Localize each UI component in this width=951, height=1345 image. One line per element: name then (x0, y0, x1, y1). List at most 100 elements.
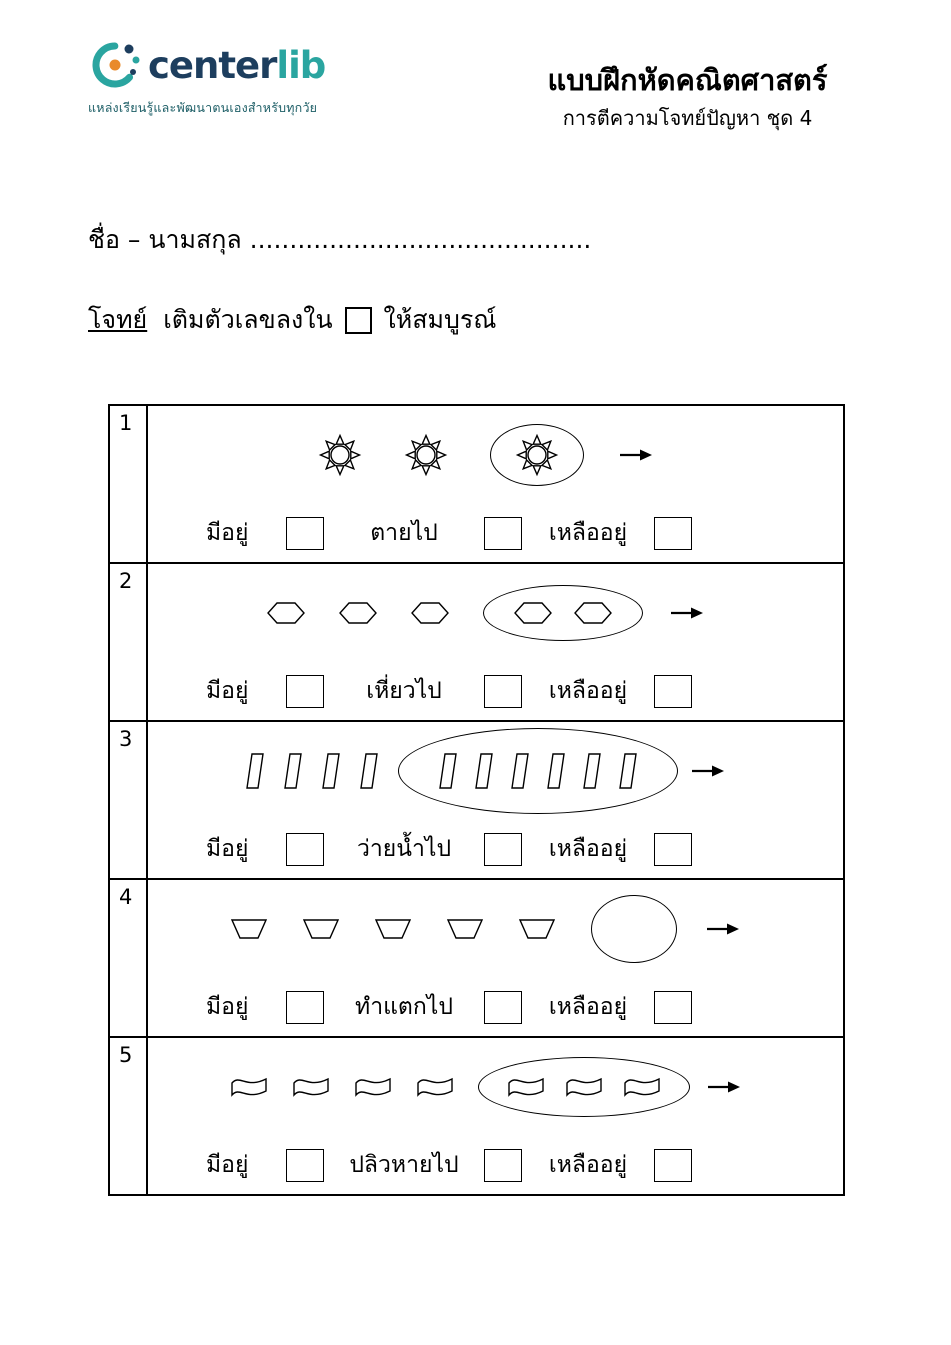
logo: centerlib แหล่งเรียนรู้และพัฒนาตนเองสำหร… (88, 38, 326, 118)
instruction-line: โจทย์ เติมตัวเลขลงใน ให้สมบูรณ์ (88, 300, 496, 340)
action-label: ว่ายน้ำไป (356, 836, 452, 862)
bar-icon (618, 753, 637, 789)
trapezoid-icon (374, 919, 411, 939)
action-label: เหี่ยวไป (366, 678, 442, 704)
arrow-icon (706, 921, 739, 937)
answer-box-action[interactable] (484, 516, 522, 550)
shape-group (148, 880, 843, 978)
shape-group (148, 1038, 843, 1136)
brand-text: centerlib (148, 43, 326, 87)
answer-row: มีอยู่ ว่ายน้ำไป เหลืออยู่ (148, 820, 843, 878)
have-label: มีอยู่ (206, 836, 249, 862)
instruction-suffix: ให้สมบูรณ์ (383, 305, 497, 334)
problem-cell: มีอยู่ ทำแตกไป เหลืออยู่ (148, 880, 843, 1036)
problems-table: 1 มีอยู่ ตายไป เหลืออยู่ 2 (108, 404, 845, 1196)
answer-row: มีอยู่ ปลิวหายไป เหลืออยู่ (148, 1136, 843, 1194)
have-label: มีอยู่ (206, 520, 249, 546)
have-label: มีอยู่ (206, 1152, 249, 1178)
answer-row: มีอยู่ เหี่ยวไป เหลืออยู่ (148, 662, 843, 720)
answer-box-have[interactable] (286, 832, 324, 866)
answer-row: มีอยู่ ทำแตกไป เหลืออยู่ (148, 978, 843, 1036)
arrow-icon (670, 605, 703, 621)
trapezoid-icon (230, 919, 267, 939)
problem-row: 3 มีอยู่ ว่ายน้ำไป เหลืออยู่ (110, 722, 843, 880)
problem-cell: มีอยู่ เหี่ยวไป เหลืออยู่ (148, 564, 843, 720)
answer-box-action[interactable] (484, 990, 522, 1024)
circled-group-ellipse (489, 424, 584, 486)
circled-group-ellipse (477, 1057, 690, 1117)
flag-icon (292, 1077, 329, 1097)
problem-cell: มีอยู่ ตายไป เหลืออยู่ (148, 406, 843, 562)
flag-icon (416, 1077, 453, 1097)
answer-box-remain[interactable] (654, 832, 692, 866)
title-block: แบบฝึกหัดคณิตศาสตร์ การตีความโจทย์ปัญหา … (505, 62, 870, 134)
problem-number: 4 (110, 880, 148, 1036)
problem-row: 4 มีอยู่ ทำแตกไป เหลืออยู่ (110, 880, 843, 1038)
flag-icon (507, 1077, 544, 1097)
logo-tagline: แหล่งเรียนรู้และพัฒนาตนเองสำหรับทุกวัย (88, 100, 318, 115)
sun-icon (515, 433, 558, 477)
circled-group-ellipse (482, 585, 643, 641)
answer-box-remain[interactable] (654, 516, 692, 550)
arrow-icon (619, 447, 652, 463)
bar-icon (474, 753, 493, 789)
flag-icon (230, 1077, 267, 1097)
remain-label: เหลืออยู่ (548, 836, 628, 862)
problem-cell: มีอยู่ ปลิวหายไป เหลืออยู่ (148, 1038, 843, 1194)
action-label: ทำแตกไป (355, 994, 453, 1020)
answer-box-remain[interactable] (654, 674, 692, 708)
trapezoid-icon (446, 919, 483, 939)
problem-row: 5 มีอยู่ ปลิวหายไป เหลืออยู่ (110, 1038, 843, 1194)
hexagon-icon (338, 602, 377, 624)
answer-box-remain[interactable] (654, 1148, 692, 1182)
problem-row: 1 มีอยู่ ตายไป เหลืออยู่ (110, 406, 843, 564)
answer-box-have[interactable] (286, 990, 324, 1024)
bar-icon (582, 753, 601, 789)
inline-answer-box (344, 306, 372, 334)
answer-box-action[interactable] (484, 832, 522, 866)
trapezoid-icon (302, 919, 339, 939)
shape-group (148, 564, 843, 662)
answer-box-have[interactable] (286, 1148, 324, 1182)
bar-icon (359, 753, 378, 789)
problem-number: 2 (110, 564, 148, 720)
answer-box-action[interactable] (484, 674, 522, 708)
action-label: ปลิวหายไป (349, 1152, 459, 1178)
answer-box-remain[interactable] (654, 990, 692, 1024)
trapezoid-icon (518, 919, 555, 939)
shape-group (148, 406, 843, 504)
instruction-prefix: โจทย์ (88, 305, 148, 334)
problem-row: 2 มีอยู่ เหี่ยวไป เหลืออยู่ (110, 564, 843, 722)
bar-icon (245, 753, 264, 789)
bar-icon (546, 753, 565, 789)
problem-number: 3 (110, 722, 148, 878)
bar-icon (321, 753, 340, 789)
worksheet-subtitle: การตีความโจทย์ปัญหา ชุด 4 (562, 106, 813, 131)
hexagon-icon (573, 602, 612, 624)
hexagon-icon (410, 602, 449, 624)
bar-icon (510, 753, 529, 789)
answer-row: มีอยู่ ตายไป เหลืออยู่ (148, 504, 843, 562)
bar-icon (283, 753, 302, 789)
shape-group (148, 722, 843, 820)
answer-box-action[interactable] (484, 1148, 522, 1182)
action-label: ตายไป (370, 520, 438, 546)
hexagon-icon (513, 602, 552, 624)
name-line: ชื่อ – นามสกุล .........................… (88, 225, 592, 254)
instruction-text: เติมตัวเลขลงใน (163, 305, 333, 334)
circled-group-ellipse (397, 728, 678, 814)
circled-group-ellipse (590, 895, 677, 963)
answer-box-have[interactable] (286, 516, 324, 550)
hexagon-icon (266, 602, 305, 624)
remain-label: เหลืออยู่ (548, 678, 628, 704)
logo-icon (88, 38, 142, 92)
problem-cell: มีอยู่ ว่ายน้ำไป เหลืออยู่ (148, 722, 843, 878)
arrow-icon (691, 763, 724, 779)
remain-label: เหลืออยู่ (548, 520, 628, 546)
answer-box-have[interactable] (286, 674, 324, 708)
problem-number: 5 (110, 1038, 148, 1194)
worksheet-title: แบบฝึกหัดคณิตศาสตร์ (547, 63, 828, 97)
remain-label: เหลืออยู่ (548, 1152, 628, 1178)
flag-icon (623, 1077, 660, 1097)
